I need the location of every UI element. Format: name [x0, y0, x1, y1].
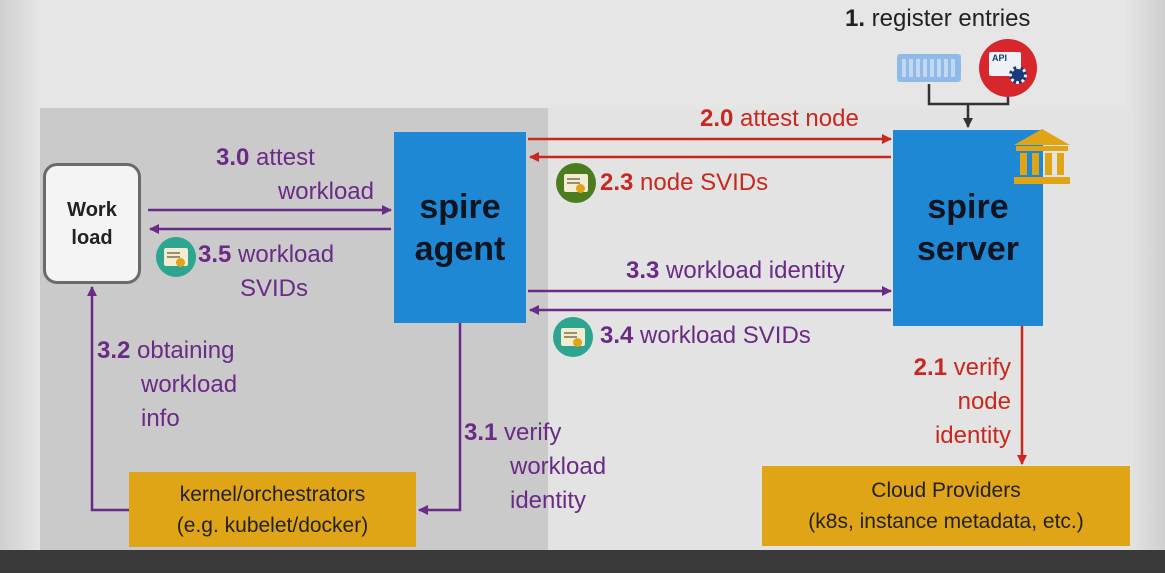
agent-line2: agent	[414, 229, 506, 268]
step-3-5-label: 3.5 workload SVIDs	[198, 238, 334, 306]
agent-line1: spire	[419, 187, 501, 226]
step-3-2-num: 3.2	[97, 337, 131, 364]
step-3-1-num: 3.1	[464, 419, 498, 446]
step-2-1-line2: node	[957, 388, 1011, 415]
api-screen-label: API	[989, 52, 1021, 76]
server-line2: server	[916, 230, 1020, 268]
certificate-icon	[556, 163, 596, 203]
step-3-4-num: 3.4	[600, 322, 634, 349]
step-2-0-num: 2.0	[700, 105, 734, 132]
step-3-1-line3: identity	[510, 487, 587, 514]
verify-workload-arrow	[418, 323, 462, 515]
step-3-1-text: verify	[497, 419, 562, 446]
cloud-providers-node: Cloud Providers (k8s, instance metadata, …	[762, 466, 1130, 546]
step-3-2-label: 3.2 obtaining workload info	[97, 334, 237, 436]
certificate-icon	[156, 237, 196, 277]
bank-icon	[1014, 129, 1070, 184]
workload-line1: Work	[67, 198, 117, 221]
step-1-text: register entries	[865, 5, 1031, 32]
step-3-0-num: 3.0	[216, 144, 250, 171]
cloud-line2: (k8s, instance metadata, etc.)	[808, 510, 1084, 533]
step-2-0-label: 2.0 attest node	[700, 102, 859, 136]
step-3-2-text: obtaining	[130, 337, 235, 364]
kernel-orchestrators-node: kernel/orchestrators (e.g. kubelet/docker…	[129, 472, 416, 547]
workload-line2: load	[71, 226, 113, 249]
workload-node: Work load	[43, 163, 141, 284]
step-3-0-text: attest	[249, 144, 315, 171]
step-2-3-label: 2.3 node SVIDs	[600, 166, 768, 200]
cloud-line1: Cloud Providers	[871, 479, 1021, 502]
step-2-0-text: attest node	[733, 105, 859, 132]
step-2-1-text: verify	[946, 354, 1011, 381]
certificate-icon	[553, 317, 593, 357]
step-2-3-text: node SVIDs	[633, 169, 769, 196]
step-3-5-text: workload	[231, 241, 335, 268]
step-2-1-line3: identity	[934, 422, 1011, 449]
step-1-label: 1. register entries	[845, 2, 1030, 36]
step-1-num: 1.	[845, 5, 866, 32]
gear-icon	[1009, 66, 1027, 84]
kernel-line1: kernel/orchestrators	[179, 482, 366, 506]
step-3-3-label: 3.3 workload identity	[626, 254, 845, 288]
step-3-1-label: 3.1 verify workload identity	[464, 416, 606, 518]
step-3-3-text: workload identity	[659, 257, 845, 284]
spire-server-node: spire server	[893, 130, 1043, 326]
api-gear-icon: API	[979, 39, 1037, 97]
step-2-1-num: 2.1	[913, 354, 947, 381]
step-2-1-label: 2.1 verify node identity	[880, 351, 1011, 453]
obtaining-info-arrow	[87, 286, 129, 512]
step-3-4-label: 3.4 workload SVIDs	[600, 319, 811, 353]
step-3-0-label: 3.0 attest workload	[190, 141, 374, 209]
step-3-1-line2: workload	[510, 453, 607, 480]
step-3-2-line2: workload	[141, 371, 238, 398]
step-3-4-text: workload SVIDs	[633, 322, 811, 349]
kernel-line2: (e.g. kubelet/docker)	[176, 513, 369, 537]
keyboard-icon	[897, 54, 961, 82]
step-2-3-num: 2.3	[600, 169, 634, 196]
step-3-0-line2: workload	[277, 178, 374, 205]
step-3-5-line2: SVIDs	[240, 275, 309, 302]
step-3-3-num: 3.3	[626, 257, 660, 284]
step-3-2-line3: info	[141, 405, 180, 432]
bottom-strip	[0, 550, 1165, 573]
step-3-5-num: 3.5	[198, 241, 232, 268]
server-line1: spire	[927, 188, 1009, 226]
